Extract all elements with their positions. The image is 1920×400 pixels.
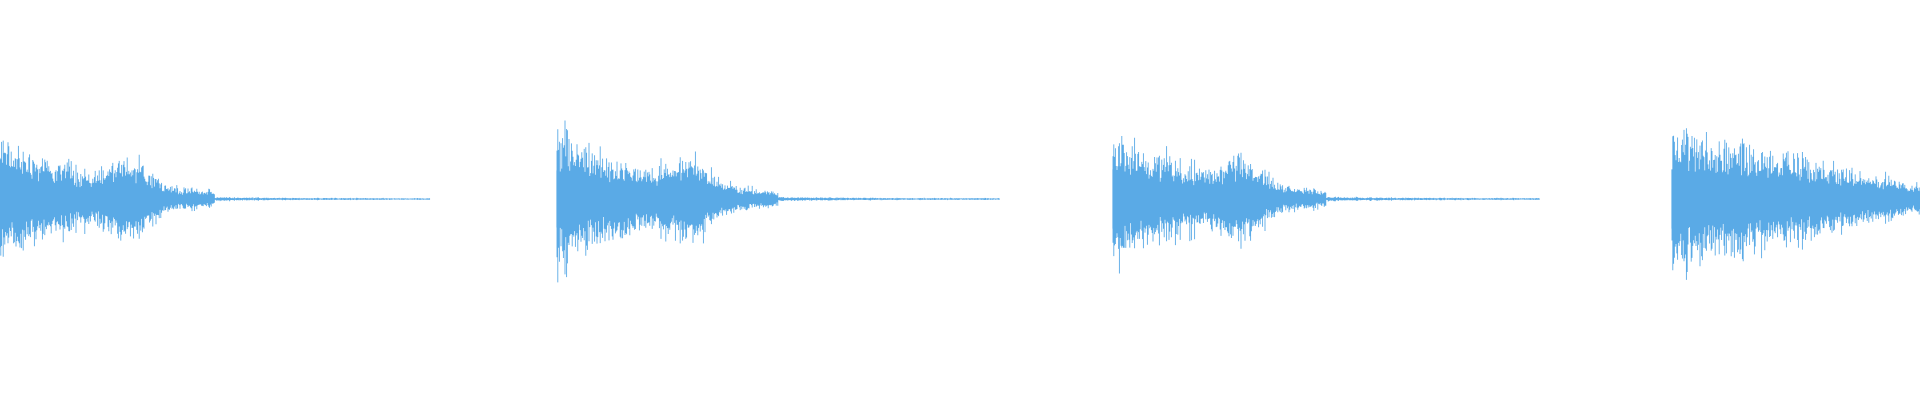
burst-4-core — [1671, 169, 1920, 229]
burst-4 — [1671, 128, 1920, 280]
burst-1 — [0, 140, 431, 257]
burst-3-core — [1112, 169, 1306, 229]
burst-2 — [556, 120, 1000, 283]
burst-1-core — [0, 172, 194, 226]
burst-2-core — [556, 170, 757, 228]
burst-3 — [1112, 136, 1540, 274]
waveform-bursts — [0, 120, 1920, 283]
